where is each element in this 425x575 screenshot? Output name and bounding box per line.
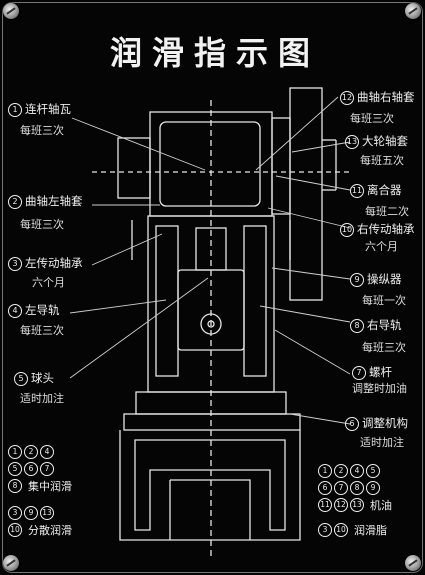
leader-3: [91, 233, 163, 266]
leader-9: [271, 267, 351, 280]
leader-11: [275, 175, 351, 191]
point-6-freq: 适时加注: [360, 436, 404, 449]
leader-6: [289, 413, 351, 425]
leader-4: [69, 299, 167, 314]
screw-bottom-right: [405, 555, 421, 571]
page-title: 润滑指示图: [109, 34, 320, 72]
table: [123, 413, 301, 431]
point-13-freq: 每班五次: [360, 154, 404, 167]
point-4-freq: 每班三次: [20, 324, 64, 337]
leader-1: [71, 117, 206, 171]
point-8-freq: 每班三次: [362, 341, 406, 354]
dispersed-lubrication-label: 分散润滑: [28, 523, 72, 537]
leader-12: [255, 96, 339, 171]
point-2-freq: 每班三次: [20, 218, 64, 231]
point-11-freq: 每班二次: [365, 205, 409, 218]
right-column: [243, 225, 267, 377]
point-3-freq: 六个月: [32, 276, 65, 289]
leader-5: [69, 277, 209, 379]
flywheel: [289, 87, 323, 301]
point-5-freq: 适时加注: [20, 392, 64, 405]
left-bearing-block: [117, 137, 151, 199]
leader-8: [259, 305, 351, 323]
point-7-freq: 调整时加油: [352, 382, 407, 395]
machine-oil-label: 机油: [370, 498, 392, 512]
point-10-freq: 六个月: [365, 240, 398, 253]
screw-top-left: [3, 3, 19, 19]
base: [119, 430, 301, 541]
leader-10: [267, 207, 351, 229]
screw-top-right: [405, 3, 421, 19]
screw-bottom-left: [3, 555, 19, 571]
point-1-freq: 每班三次: [20, 124, 64, 137]
crown-inner: [159, 121, 261, 207]
point-9-freq: 每班一次: [362, 294, 406, 307]
central-lubrication-label: 集中润滑: [28, 479, 72, 493]
leader-7: [274, 329, 351, 375]
leader-13: [291, 141, 351, 153]
grease-label: 润滑脂: [354, 523, 387, 537]
point-12-freq: 每班三次: [350, 112, 394, 125]
right-gear-block: [271, 117, 291, 215]
